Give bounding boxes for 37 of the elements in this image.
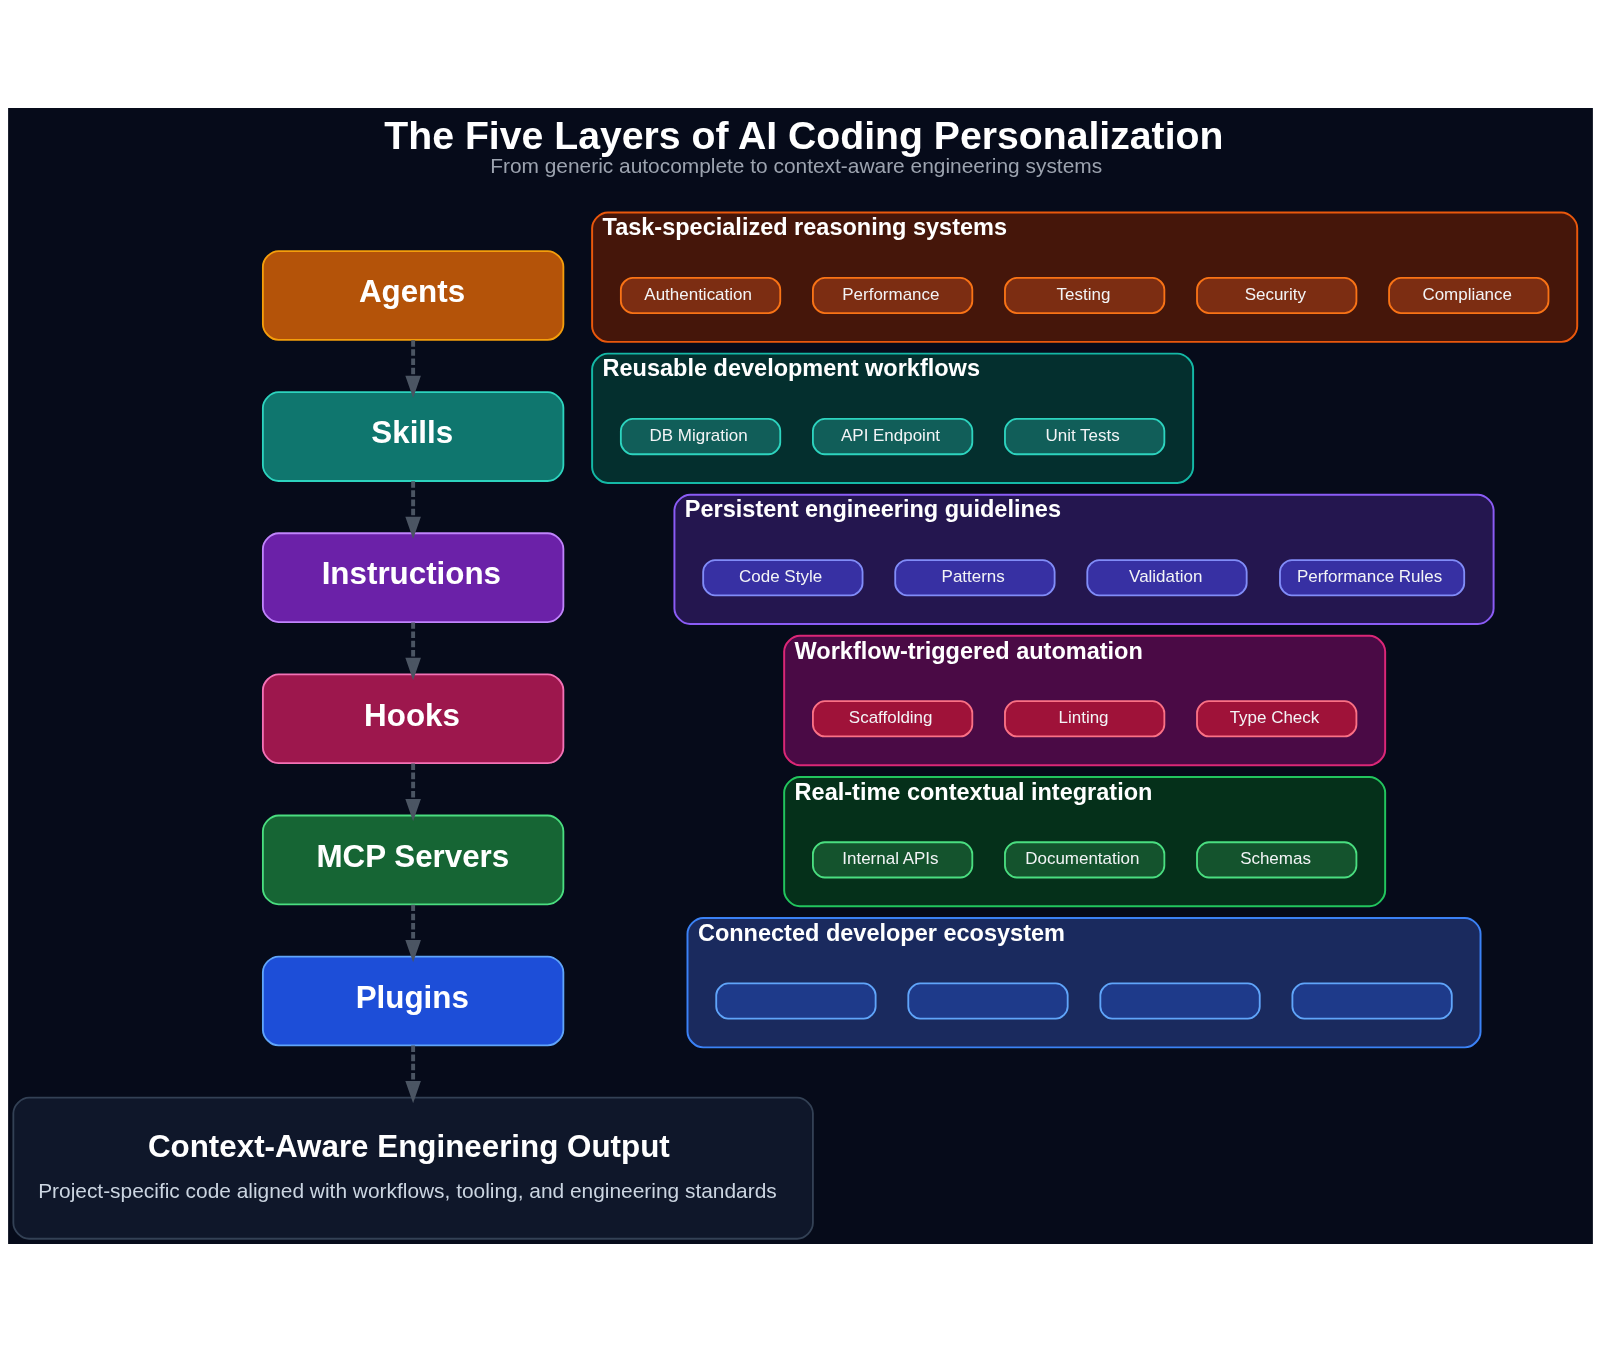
arrow: [405, 339, 421, 398]
node-box: Documentation: [1004, 840, 1166, 878]
node-box: Security: [1196, 276, 1358, 314]
node-box: DB Migration: [619, 417, 782, 455]
node-box: Agents: [261, 249, 565, 341]
node-box: Performance Rules: [1279, 558, 1466, 596]
node-box: Unit Tests: [1004, 417, 1166, 455]
arrow: [405, 480, 421, 539]
node-box: Patterns: [894, 558, 1056, 596]
arrow: [405, 1045, 421, 1103]
node-box: Performance: [812, 276, 974, 314]
node-box: Authentication: [619, 276, 782, 314]
node-box: Plugins: [261, 955, 565, 1046]
node-box: [1291, 981, 1453, 1020]
diagram-title: The Five Layers of AI Coding Personalization: [384, 113, 1224, 156]
node-box: Code Style: [702, 558, 864, 596]
node-box: [907, 981, 1069, 1020]
node-box: Schemas: [1196, 840, 1358, 878]
node-box: Skills: [261, 390, 565, 482]
node-box: Validation: [1086, 558, 1248, 596]
node-box: Internal APIs: [812, 840, 974, 878]
arrow: [405, 621, 421, 680]
node-box: MCP Servers: [261, 814, 565, 905]
arrow: [405, 904, 421, 962]
node-box: Hooks: [261, 672, 565, 764]
node-box: [715, 981, 877, 1020]
node-box: API Endpoint: [812, 417, 974, 455]
node-box: Context-Aware Engineering Output Project-specific code aligned with workflows, tooling, and engineering standards: [12, 1096, 814, 1240]
node-box: Compliance: [1388, 276, 1550, 314]
node-box: Testing: [1004, 276, 1166, 314]
cluster: Connected developer ecosystem: [686, 916, 1482, 1048]
node-box: Type Check: [1196, 699, 1358, 737]
node-box: Scaffolding: [812, 699, 974, 737]
node-box: Instructions: [261, 531, 565, 623]
node-box: Linting: [1004, 699, 1166, 737]
node-box: [1099, 981, 1261, 1020]
arrow: [405, 763, 421, 821]
